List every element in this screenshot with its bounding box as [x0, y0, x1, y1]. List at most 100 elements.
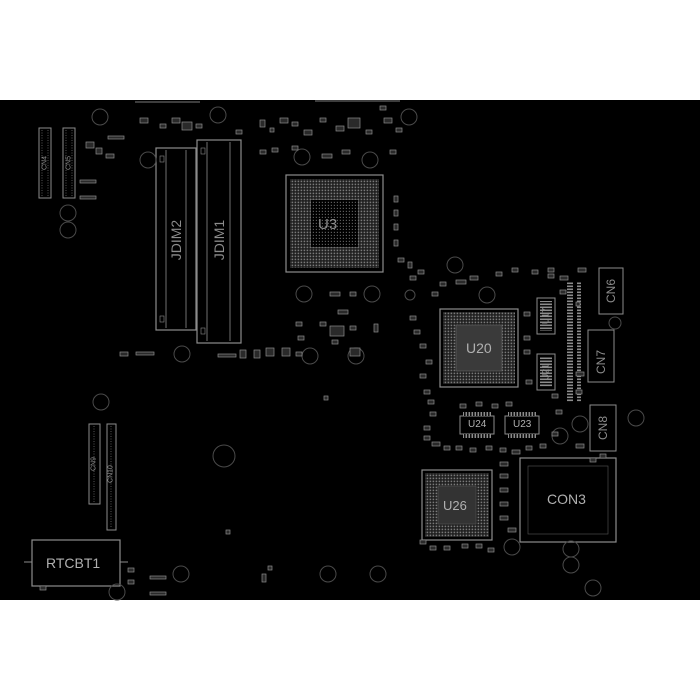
smd-part — [499, 501, 509, 507]
smd-part — [429, 545, 437, 551]
smd-part — [547, 267, 555, 273]
smd-part — [499, 447, 507, 453]
smd-part — [181, 121, 193, 131]
smd-part — [281, 347, 291, 357]
smd-part — [427, 399, 435, 405]
smd-part — [295, 321, 303, 327]
dimm2-label: JDIM2 — [168, 219, 184, 261]
smd-part — [511, 449, 521, 455]
u26-label: U26 — [443, 498, 467, 513]
smd-part — [291, 145, 299, 151]
u24-chip — [459, 412, 495, 438]
smd-part — [475, 543, 483, 549]
smd-part — [589, 457, 597, 463]
smd-part — [425, 359, 433, 365]
smd-part — [319, 117, 327, 123]
cn7-label: CN7 — [594, 349, 608, 375]
smd-part — [461, 543, 469, 549]
smd-part — [397, 257, 405, 263]
smd-part — [499, 515, 509, 521]
smd-part — [239, 349, 247, 359]
u26-chip — [421, 469, 493, 541]
smd-part — [419, 539, 427, 545]
cn5-label: CN5 — [65, 155, 73, 171]
smd-part — [409, 315, 417, 321]
smd-part — [119, 351, 129, 357]
smd-part — [443, 445, 451, 451]
smd-part — [323, 395, 329, 401]
smd-part — [329, 325, 345, 337]
smd-part — [267, 565, 273, 571]
u24-label: U24 — [468, 419, 487, 430]
smd-part — [341, 149, 351, 155]
smd-part — [525, 445, 533, 451]
smd-part — [235, 129, 243, 135]
smd-part — [429, 411, 437, 417]
smd-part — [349, 325, 357, 331]
smd-part — [253, 349, 261, 359]
smd-part — [393, 195, 399, 203]
smd-part — [79, 195, 97, 200]
smd-part — [265, 347, 275, 357]
cn9-label: CN9 — [90, 456, 98, 472]
smd-part — [523, 335, 531, 341]
smd-part — [393, 239, 399, 247]
con3-label: CON3 — [547, 491, 586, 507]
smd-part — [555, 409, 563, 415]
u23-chip — [504, 412, 540, 438]
smd-part — [443, 545, 451, 551]
smd-part — [171, 117, 181, 124]
smd-part — [127, 567, 135, 573]
smd-part — [575, 443, 585, 449]
smd-part — [149, 575, 167, 580]
smd-part — [217, 353, 237, 358]
u3-label: U3 — [318, 216, 338, 233]
smd-part — [469, 275, 479, 281]
smd-part — [499, 461, 509, 467]
smd-components — [39, 105, 607, 596]
smd-part — [499, 487, 509, 493]
smd-part — [439, 281, 447, 287]
cn9-header — [88, 423, 101, 505]
smd-part — [135, 351, 155, 356]
smd-part — [373, 323, 379, 333]
smd-part — [79, 179, 97, 184]
smd-part — [523, 349, 531, 355]
smd-part — [547, 273, 555, 279]
cn10-header — [106, 423, 117, 531]
smd-part — [505, 401, 513, 407]
smd-part — [259, 149, 267, 155]
smd-part — [419, 373, 427, 379]
cn4-label: CN4 — [41, 155, 49, 171]
smd-part — [413, 329, 421, 335]
smd-part — [525, 379, 533, 385]
smd-part — [495, 271, 503, 277]
dimm2-socket — [155, 147, 197, 331]
smd-part — [455, 445, 463, 451]
smd-part — [393, 209, 399, 217]
smd-part — [335, 125, 345, 132]
cn6-label: CN6 — [604, 278, 618, 304]
rtcbt1-label: RTCBT1 — [46, 555, 101, 571]
smd-part — [523, 311, 531, 317]
smd-part — [329, 291, 341, 297]
smd-part — [491, 403, 499, 409]
cn5-header — [62, 127, 76, 199]
smd-part — [331, 339, 339, 345]
smd-part — [423, 389, 431, 395]
smd-part — [139, 117, 149, 124]
smd-part — [485, 445, 493, 451]
smd-part — [575, 301, 581, 307]
smd-part — [319, 321, 327, 327]
cn10-label: CN10 — [107, 465, 115, 483]
smd-part — [337, 309, 349, 315]
smd-part — [291, 121, 299, 127]
pin-strip — [567, 282, 581, 402]
smd-part — [195, 123, 203, 129]
smd-part — [423, 435, 431, 441]
smd-part — [423, 425, 431, 431]
smd-part — [599, 453, 607, 459]
smd-part — [577, 267, 587, 273]
smd-part — [469, 447, 477, 453]
